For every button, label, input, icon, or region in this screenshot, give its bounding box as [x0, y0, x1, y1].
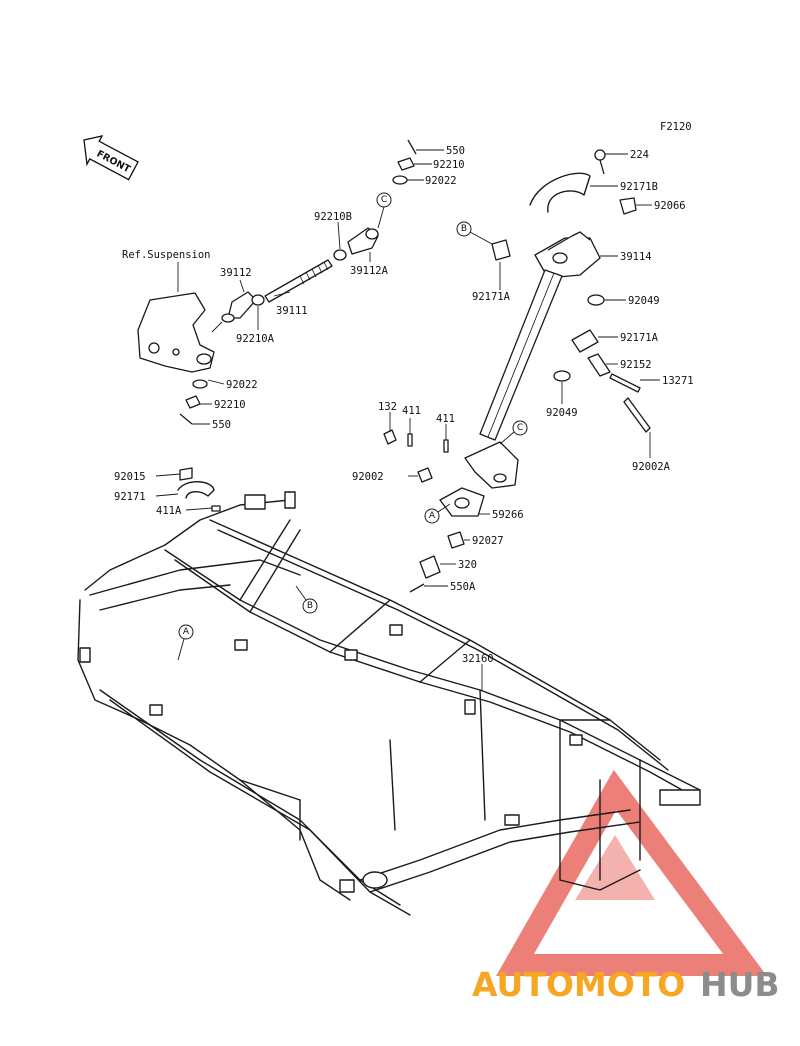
- bushing-92049-bottom: [553, 370, 571, 382]
- front-direction-arrow: FRONT: [83, 135, 139, 181]
- ref-marker-C-mid: C: [499, 420, 528, 445]
- nut-320: [419, 555, 441, 579]
- callout-550A: 550A: [450, 581, 476, 593]
- clamp-92171B: [529, 172, 591, 213]
- callout-39112A: 39112A: [350, 265, 389, 277]
- cotter-pin-550-mid: [179, 413, 193, 425]
- watermark-triangle-logo: [496, 769, 767, 976]
- bushing-92049-top: [587, 294, 605, 306]
- grommet-92015: [179, 467, 193, 481]
- tie-rod-39111: [264, 259, 333, 303]
- ref-marker-C-top: C: [376, 192, 392, 229]
- callout-92210-top: 92210: [433, 159, 465, 171]
- nut-92210B: [333, 249, 347, 261]
- svg-text:B: B: [307, 601, 313, 611]
- callout-224: 224: [630, 149, 649, 161]
- oil-seal-59266: [439, 487, 485, 517]
- callout-92049-bottom: 92049: [546, 407, 578, 419]
- cap-92066: [619, 197, 637, 215]
- svg-text:C: C: [381, 195, 387, 205]
- callout-39111: 39111: [276, 305, 308, 317]
- ref-marker-A-mid: A: [424, 503, 451, 524]
- svg-text:A: A: [429, 511, 436, 521]
- callout-92210B: 92210B: [314, 211, 352, 223]
- callout-92049-top: 92049: [628, 295, 660, 307]
- ref-marker-A-frame: A: [177, 624, 194, 661]
- nut-92210-top: [397, 157, 415, 171]
- pin-411A: [211, 505, 221, 512]
- callout-92210-mid: 92210: [214, 399, 246, 411]
- callout-92066: 92066: [654, 200, 686, 212]
- tie-rod-end-39112A: [347, 227, 379, 255]
- tie-rod-end-39112: [211, 291, 257, 333]
- callout-132: 132: [378, 401, 397, 413]
- watermark-wordmark: AUTOMOTO HUB: [472, 965, 780, 1004]
- bolt-92002A: [623, 397, 651, 433]
- callout-411-b: 411: [436, 413, 455, 425]
- nut-92210A: [251, 294, 265, 306]
- nut-92027: [447, 531, 465, 549]
- callout-39114: 39114: [620, 251, 652, 263]
- callout-92015: 92015: [114, 471, 146, 483]
- ref-suspension-note: Ref.Suspension: [122, 249, 211, 261]
- bolt-92002: [417, 467, 433, 483]
- watermark-part1: AUTOMOTO: [472, 965, 685, 1004]
- steering-knuckle: [137, 292, 215, 373]
- callout-13271: 13271: [662, 375, 694, 387]
- callout-92002A: 92002A: [632, 461, 671, 473]
- callout-550-top: 550: [446, 145, 465, 157]
- pin-411-b: [443, 439, 449, 453]
- callout-92022-top: 92022: [425, 175, 457, 187]
- callout-32160: 32160: [462, 653, 494, 665]
- callout-92002: 92002: [352, 471, 384, 483]
- bolt-132: [383, 429, 397, 445]
- svg-text:A: A: [183, 627, 190, 637]
- callout-92171: 92171: [114, 491, 146, 503]
- callout-92022-mid: 92022: [226, 379, 258, 391]
- frame-32160: [77, 491, 701, 916]
- diagram-code: F2120: [660, 121, 692, 133]
- callout-92171A-left: 92171A: [472, 291, 511, 303]
- svg-text:C: C: [517, 423, 523, 433]
- callout-550-mid: 550: [212, 419, 231, 431]
- callout-92027: 92027: [472, 535, 504, 547]
- ref-marker-B-top: B: [456, 221, 493, 245]
- clamp-92171: [177, 481, 215, 499]
- shaft-lower-bracket: [464, 441, 519, 489]
- ref-marker-B-frame: B: [295, 585, 318, 614]
- pin-411-a: [407, 433, 413, 447]
- callout-59266: 59266: [492, 509, 524, 521]
- callout-92171A-right: 92171A: [620, 332, 659, 344]
- washer-92022-top: [392, 175, 408, 185]
- collar-92152: [587, 353, 611, 377]
- svg-text:B: B: [461, 224, 467, 234]
- callout-92210A: 92210A: [236, 333, 275, 345]
- callout-320: 320: [458, 559, 477, 571]
- bolt-224: [594, 149, 606, 175]
- steering-shaft: [479, 269, 563, 441]
- callout-92152: 92152: [620, 359, 652, 371]
- washer-92022-mid: [192, 379, 208, 389]
- nut-92210-mid: [185, 395, 201, 409]
- pin-13271: [609, 373, 641, 393]
- clamp-92171A-right: [571, 329, 599, 353]
- callout-411-a: 411: [402, 405, 421, 417]
- watermark-part2: HUB: [700, 965, 780, 1004]
- callout-92171B: 92171B: [620, 181, 658, 193]
- cotter-pin-550A: [409, 583, 425, 593]
- callout-411A: 411A: [156, 505, 182, 517]
- callout-39112: 39112: [220, 267, 252, 279]
- cotter-pin-550-top: [407, 139, 417, 155]
- clamp-92171A-left: [491, 239, 511, 261]
